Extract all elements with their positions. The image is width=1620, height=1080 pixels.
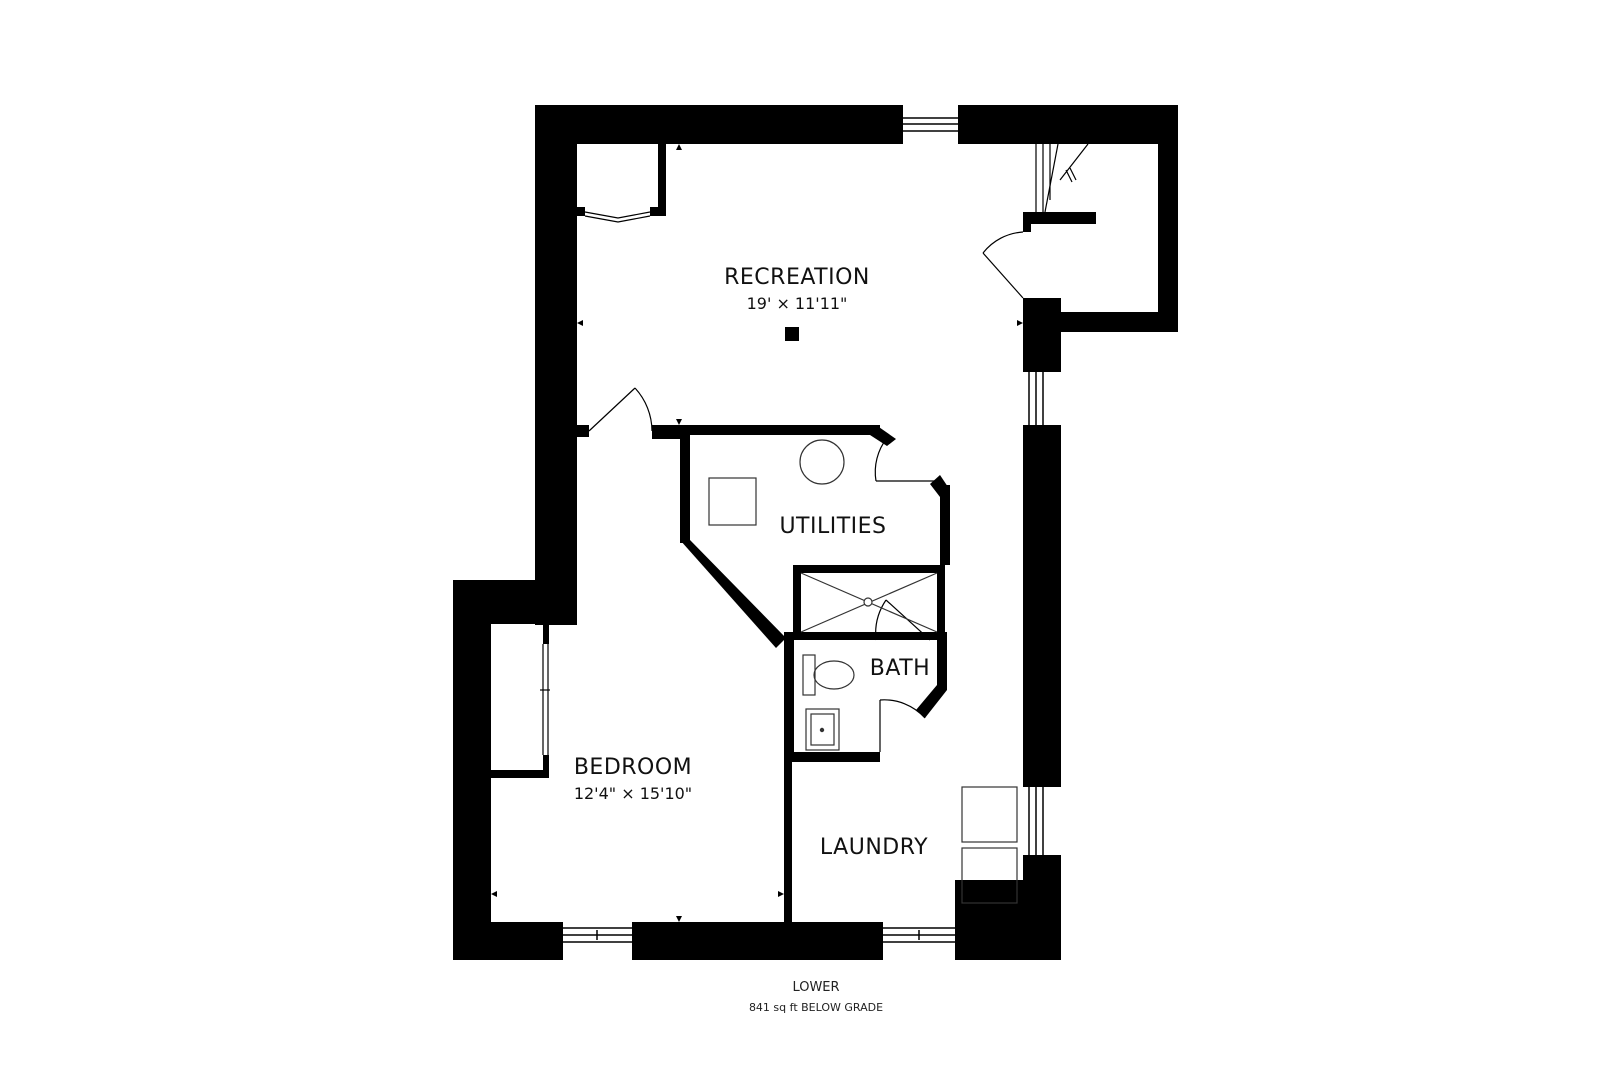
shower [800,572,938,633]
door-rec-bedroom [588,387,653,432]
water-heater [799,439,845,485]
window-bottom-left [563,927,632,943]
room-labels: RECREATION 19' × 11'11" UTILITIES BATH B… [574,265,930,860]
room-bedroom-dims: 12'4" × 15'10" [574,784,692,803]
window-right-lower [1028,787,1044,855]
room-laundry-name: LAUNDRY [820,835,928,860]
door-bath [879,699,926,752]
floor-level-label: LOWER [792,980,839,995]
room-bath-name: BATH [870,656,930,681]
support-column [785,327,799,341]
sink [805,708,840,751]
floor-caption: LOWER 841 sq ft BELOW GRADE [749,980,883,1014]
dimension-markers [491,144,1023,922]
door-utilities [874,437,940,482]
washer [961,786,1018,843]
window-top [903,117,958,132]
doors [540,211,1024,755]
dryer [961,847,1018,904]
windows [563,117,1044,943]
toilet [802,654,855,696]
fixtures [708,327,1018,904]
floor-area-label: 841 sq ft BELOW GRADE [749,1001,883,1014]
furnace [708,477,757,526]
door-rec-closet [584,211,651,223]
room-recreation-name: RECREATION [724,265,870,290]
stairs [1035,143,1089,213]
room-utilities-name: UTILITIES [779,514,886,539]
door-bedroom-closet [540,644,550,755]
interior-walls [491,144,1096,922]
room-recreation-dims: 19' × 11'11" [747,294,848,313]
window-bottom-right [883,927,955,943]
window-right-upper [1028,372,1044,425]
exterior-walls [453,105,1178,960]
door-stair-alcove [982,231,1024,299]
room-bedroom-name: BEDROOM [574,755,692,780]
